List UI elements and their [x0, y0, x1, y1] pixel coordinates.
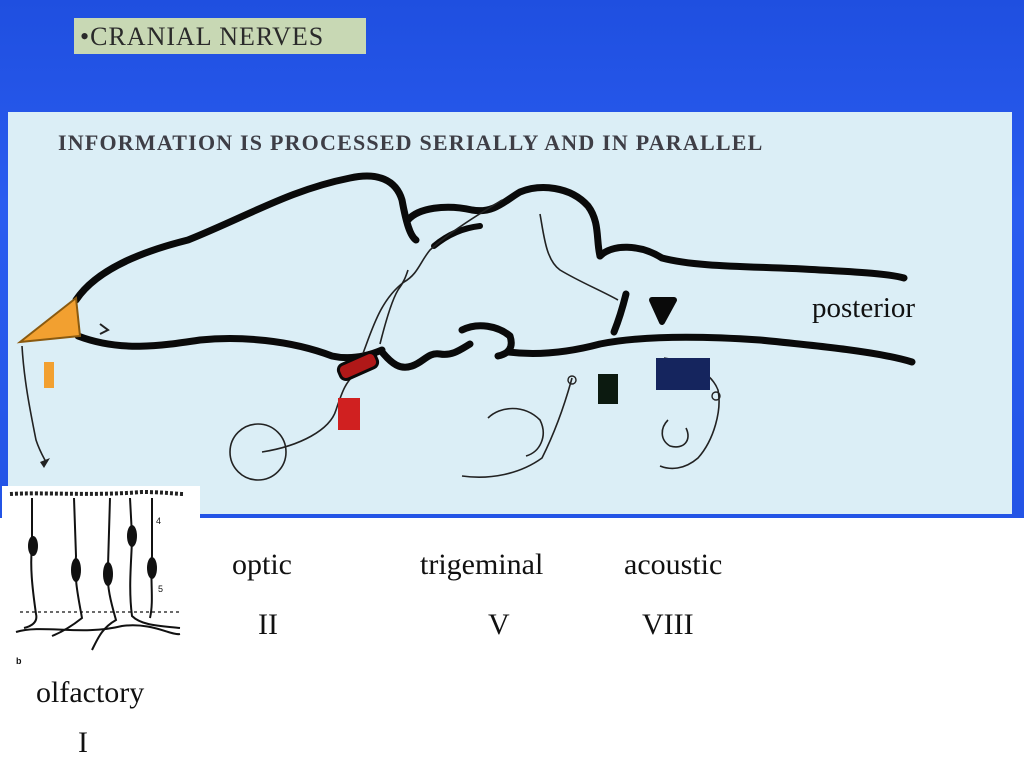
nerve-name-trigeminal: trigeminal: [420, 548, 544, 581]
panel-letter: b: [16, 656, 22, 666]
neuron-inset-drawing: 4 5 b: [9, 489, 185, 666]
trigeminal-descending: [461, 377, 573, 478]
nerve-name-olfactory: olfactory: [36, 676, 145, 709]
soma-5: [147, 557, 157, 579]
pia-surface: [9, 489, 185, 496]
optic-fiber: [261, 371, 359, 453]
nerve-numeral-trigeminal: V: [488, 608, 510, 641]
soma-2: [71, 558, 81, 582]
trigeminal-face: [487, 407, 544, 457]
nerve-numeral-acoustic: VIII: [642, 608, 694, 641]
cortical-fiber: [379, 269, 409, 345]
pons-lower: [504, 333, 916, 366]
apical-dendrite-1: [23, 498, 38, 629]
soma-1: [28, 536, 38, 556]
optic-chiasm-marker: [336, 350, 380, 382]
optic-marker: [338, 398, 360, 430]
brainstem-upper: [596, 243, 908, 282]
olfactory-synapse-mark: [99, 323, 110, 335]
midbrain-outline: [404, 184, 604, 260]
trigeminal-ganglion-dot: [567, 375, 577, 385]
acoustic-cochlea: [661, 419, 689, 448]
brain-diagram: [16, 172, 916, 481]
olfactory-fiber: [21, 345, 47, 463]
nerve-numeral-olfactory: I: [78, 726, 88, 759]
soma-4: [127, 525, 137, 547]
apical-dendrite-5: [149, 498, 153, 619]
olfactory-receptor: [40, 458, 50, 468]
brain-lower-outline: [74, 332, 386, 362]
layer-label-4: 4: [156, 516, 161, 526]
trigeminal-marker: [598, 374, 618, 404]
cerebrum-outline: [72, 172, 420, 304]
nerve-numeral-optic: II: [258, 608, 278, 641]
retina-circle: [229, 423, 287, 481]
soma-3: [103, 562, 113, 586]
fourth-ventricle: [649, 297, 677, 325]
nerve-name-optic: optic: [232, 548, 292, 581]
optic-chiasm-region: [378, 340, 474, 371]
nerve-name-acoustic: acoustic: [624, 548, 723, 581]
cortical-neuron-inset: 4 5 b: [2, 486, 200, 670]
pons-divider: [610, 290, 630, 336]
posterior-label: posterior: [812, 292, 916, 324]
apical-dendrite-4: [129, 497, 181, 629]
acoustic-ganglion-dot: [711, 391, 721, 401]
optic-tract: [361, 199, 503, 357]
layer-label-5: 5: [158, 584, 163, 594]
slide-title: •CRANIAL NERVES: [74, 18, 366, 54]
olfactory-marker: [44, 362, 54, 388]
olfactory-bulb: [16, 296, 82, 344]
trigeminal-fiber: [539, 213, 619, 301]
axon-tangle: [15, 624, 181, 636]
diagram-board: [8, 112, 1012, 514]
board-heading: INFORMATION IS PROCESSED SERIALLY AND IN…: [58, 130, 764, 155]
acoustic-marker: [656, 358, 710, 390]
